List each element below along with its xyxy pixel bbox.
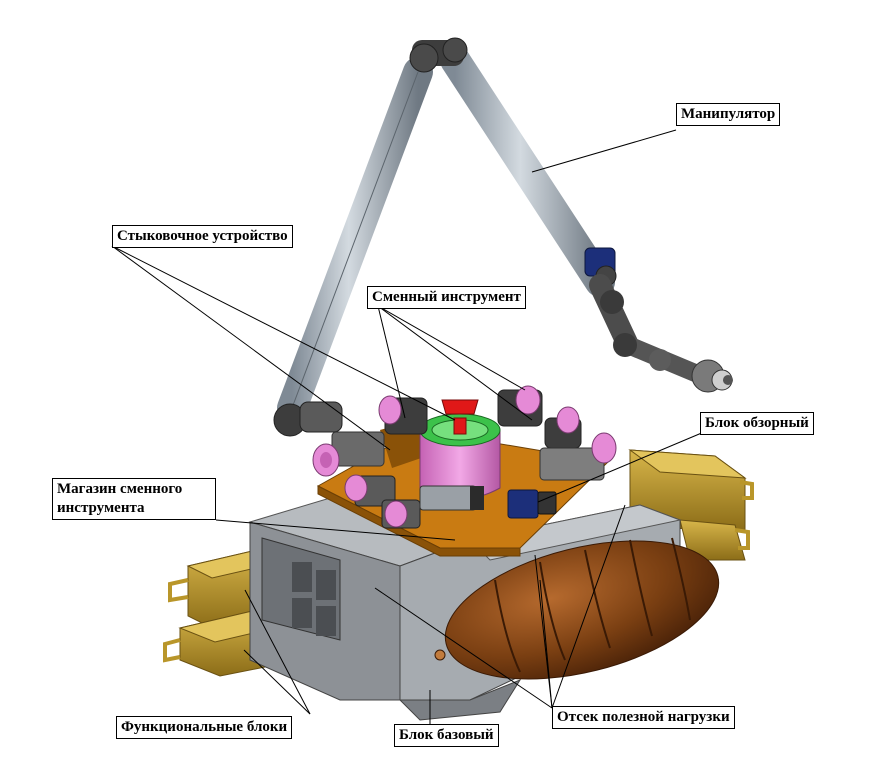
label-functional-blocks: Функциональные блоки [116,716,293,739]
observation-block [507,489,557,519]
label-tool-magazine: Магазин сменного инструмента [52,478,216,520]
tool-right-front [539,432,617,481]
functional-blocks-right [628,449,754,561]
label-base-block: Блок базовый [394,724,499,747]
tool-left-back [378,395,428,435]
tool-front-gripper [419,485,484,511]
docking-device [419,399,501,500]
leader-lines [111,129,705,724]
manipulator-arm [273,37,733,437]
label-payload-bay: Отсек полезной нагрузки [552,706,735,729]
label-docking-device: Стыковочное устройство [112,225,293,248]
label-exchangeable-tool: Сменный инструмент [367,286,526,309]
label-observation-block: Блок обзорный [700,412,814,435]
tool-left-front [312,431,385,477]
label-manipulator: Манипулятор [676,103,781,126]
tool-front-left [344,474,421,529]
payload-tank [434,537,720,680]
exchangeable-tools [312,385,617,529]
tool-right-back [497,385,543,427]
tool-right-mid [544,406,582,449]
